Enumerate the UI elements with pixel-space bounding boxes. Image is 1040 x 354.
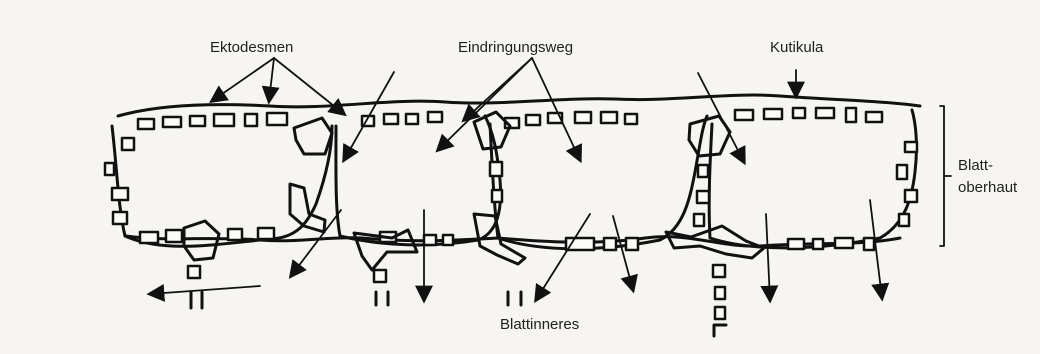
- blattinneres-label: Blattinneres: [500, 316, 579, 333]
- blatt-label: Blatt-: [958, 157, 993, 174]
- eindringungsweg-label: Eindringungsweg: [458, 39, 573, 56]
- oberhaut-label: oberhaut: [958, 179, 1018, 196]
- wall-blocks: [105, 138, 917, 226]
- ektodesmen-label: Ektodesmen: [210, 39, 293, 56]
- cell-connectors: [184, 112, 764, 270]
- cell-wall-3: [490, 116, 707, 249]
- cell-wall-4: [709, 110, 916, 248]
- kutikula-label: Kutikula: [770, 39, 824, 56]
- lower-stalks: [188, 265, 726, 336]
